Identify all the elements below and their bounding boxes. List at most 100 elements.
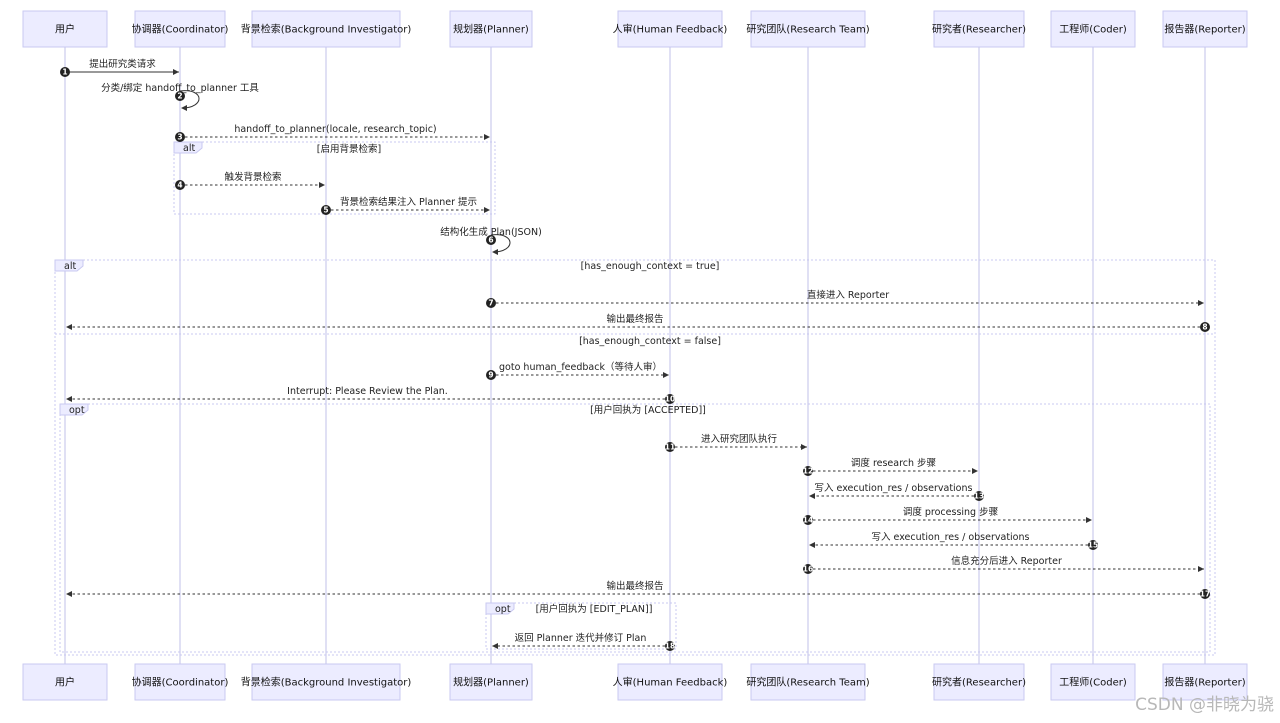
sequence-number-badge bbox=[486, 298, 496, 308]
actor-researcher-bottom: 研究者(Researcher) bbox=[932, 663, 1026, 701]
arrow-head bbox=[173, 69, 179, 75]
frame-border bbox=[173, 141, 496, 215]
actor-label: 背景检索(Background Investigator) bbox=[241, 23, 412, 36]
message-label: 写入 execution_res / observations bbox=[815, 483, 973, 494]
message-6: 结构化生成 Plan(JSON)6 bbox=[440, 226, 542, 255]
actor-box bbox=[22, 10, 108, 48]
frame-condition: [has_enough_context = true] bbox=[581, 261, 720, 272]
arrow-head bbox=[801, 444, 807, 450]
actor-box bbox=[1162, 663, 1248, 701]
message-label: 进入研究团队执行 bbox=[701, 433, 778, 445]
actor-box bbox=[750, 10, 866, 48]
message-loop-line bbox=[490, 234, 511, 253]
actor-label: 用户 bbox=[55, 23, 75, 36]
sequence-number: 11 bbox=[665, 443, 675, 452]
actor-researcher-top: 研究者(Researcher) bbox=[932, 10, 1026, 48]
sequence-number: 2 bbox=[177, 92, 182, 101]
message-label: 返回 Planner 迭代并修订 Plan bbox=[515, 632, 647, 644]
sequence-number: 7 bbox=[488, 299, 493, 308]
arrow-head bbox=[1198, 566, 1204, 572]
frame-condition: [启用背景检索] bbox=[317, 143, 381, 155]
message-label: 直接进入 Reporter bbox=[807, 289, 889, 301]
arrow-head bbox=[66, 396, 72, 402]
frame-tab bbox=[485, 602, 515, 615]
actor-box bbox=[1162, 10, 1248, 48]
arrow-head bbox=[492, 643, 498, 649]
actor-team-bottom: 研究团队(Research Team) bbox=[746, 663, 870, 701]
sequence-number: 8 bbox=[1202, 323, 1207, 332]
actor-label: 规划器(Planner) bbox=[453, 23, 529, 36]
actor-reporter-bottom: 报告器(Reporter) bbox=[1162, 663, 1248, 701]
actor-box bbox=[251, 10, 401, 48]
actor-label: 人审(Human Feedback) bbox=[613, 23, 728, 36]
frame-border bbox=[59, 403, 1211, 653]
arrow-head bbox=[484, 134, 490, 140]
arrow-head bbox=[809, 542, 815, 548]
actor-label: 协调器(Coordinator) bbox=[132, 676, 229, 689]
actor-coord-top: 协调器(Coordinator) bbox=[132, 10, 229, 48]
arrow-head bbox=[1086, 517, 1092, 523]
sequence-number-badge bbox=[1200, 322, 1210, 332]
actor-human-top: 人审(Human Feedback) bbox=[613, 10, 728, 48]
message-10: Interrupt: Please Review the Plan. 10 bbox=[66, 386, 675, 404]
actor-coord-bottom: 协调器(Coordinator) bbox=[132, 663, 229, 701]
sequence-number: 4 bbox=[177, 181, 182, 190]
message-17: 输出最终报告 17 bbox=[66, 580, 1210, 599]
sequence-number-badge bbox=[175, 132, 185, 142]
sequence-number: 17 bbox=[1200, 590, 1210, 599]
frame-alt-1: alt[启用背景检索] bbox=[173, 141, 496, 215]
actor-label: 人审(Human Feedback) bbox=[613, 676, 728, 689]
frame-kind-label: opt bbox=[69, 405, 85, 416]
sequence-number-badge bbox=[1200, 589, 1210, 599]
actor-label: 报告器(Reporter) bbox=[1164, 676, 1245, 689]
frame-border bbox=[485, 602, 677, 650]
sequence-number-badge bbox=[665, 442, 675, 452]
sequence-number-badge bbox=[974, 491, 984, 501]
arrow-head bbox=[484, 207, 490, 213]
actor-box bbox=[750, 663, 866, 701]
message-label: 分类/绑定 handoff_to_planner 工具 bbox=[101, 82, 259, 94]
actor-bg-top: 背景检索(Background Investigator) bbox=[241, 10, 412, 48]
actor-box bbox=[251, 663, 401, 701]
actor-label: 研究团队(Research Team) bbox=[746, 23, 869, 36]
sequence-number-badge bbox=[1088, 540, 1098, 550]
frame-opt-4: opt[用户回执为 [EDIT_PLAN]] bbox=[485, 602, 677, 650]
actor-box bbox=[449, 663, 533, 701]
sequence-number-badge bbox=[803, 515, 813, 525]
message-2: 分类/绑定 handoff_to_planner 工具2 bbox=[101, 82, 259, 111]
sequence-number: 18 bbox=[665, 642, 675, 651]
frame-border bbox=[54, 259, 1216, 656]
sequence-number: 10 bbox=[665, 395, 675, 404]
actor-box bbox=[933, 10, 1025, 48]
message-7: 直接进入 Reporter 7 bbox=[486, 289, 1204, 308]
arrow-head bbox=[972, 468, 978, 474]
sequence-number: 1 bbox=[62, 68, 67, 77]
actor-box bbox=[1050, 10, 1136, 48]
actor-label: 协调器(Coordinator) bbox=[132, 23, 229, 36]
frame-condition: [用户回执为 [EDIT_PLAN]] bbox=[536, 603, 653, 615]
actor-label: 研究者(Researcher) bbox=[932, 23, 1026, 36]
actor-box bbox=[134, 663, 226, 701]
actor-label: 研究者(Researcher) bbox=[932, 676, 1026, 689]
sequence-number-badge bbox=[486, 235, 496, 245]
message-loop-line bbox=[179, 90, 200, 109]
actor-reporter-top: 报告器(Reporter) bbox=[1162, 10, 1248, 48]
message-label: 输出最终报告 bbox=[606, 580, 663, 592]
sequence-number-badge bbox=[486, 370, 496, 380]
message-label: 提出研究类请求 bbox=[89, 58, 156, 70]
sequence-number-badge bbox=[665, 394, 675, 404]
actor-bg-bottom: 背景检索(Background Investigator) bbox=[241, 663, 411, 701]
actor-label: 研究团队(Research Team) bbox=[746, 676, 869, 689]
actor-coder-bottom: 工程师(Coder) bbox=[1050, 663, 1136, 701]
message-label: Interrupt: Please Review the Plan. bbox=[287, 386, 448, 397]
message-3: handoff_to_planner(locale, research_topi… bbox=[175, 124, 490, 142]
actor-team-top: 研究团队(Research Team) bbox=[746, 10, 870, 48]
actor-box bbox=[617, 10, 723, 48]
